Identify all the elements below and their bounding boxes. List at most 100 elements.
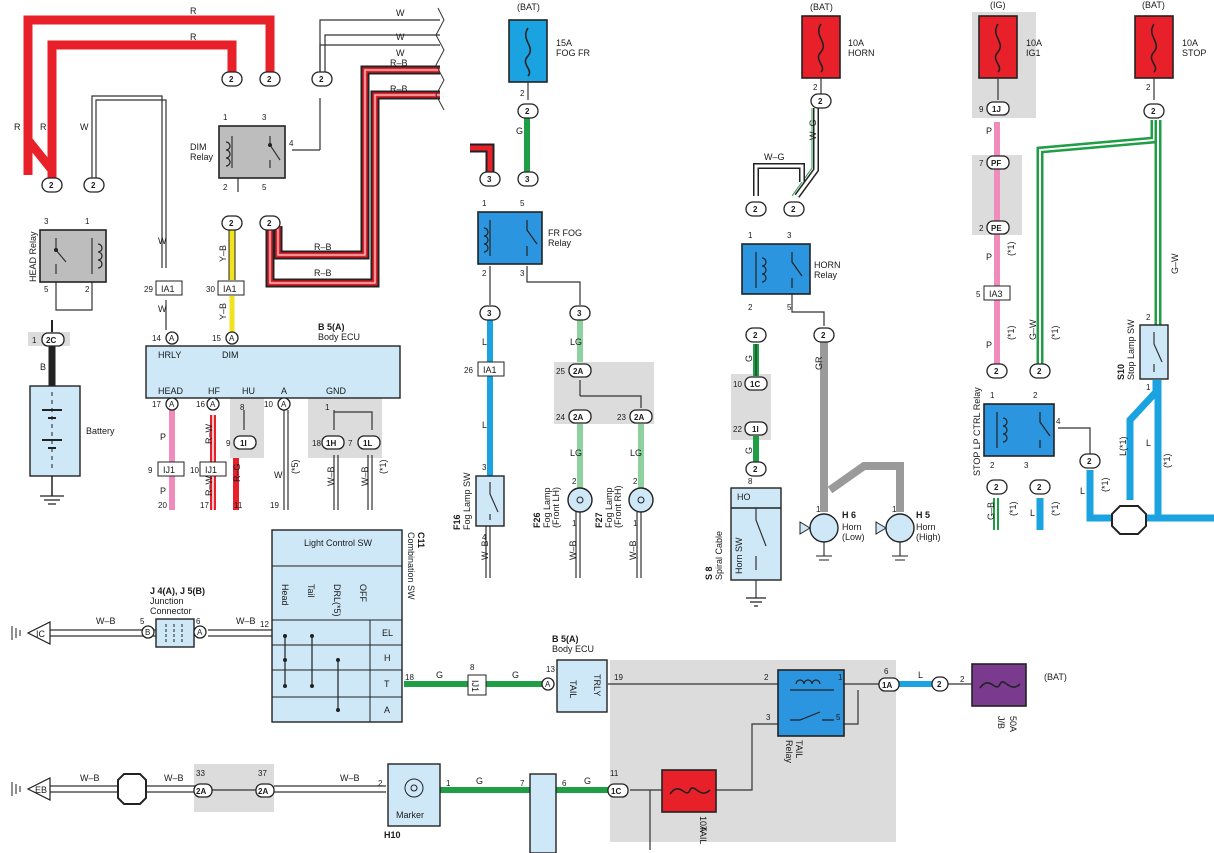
- ij1-label-a: IJ1: [163, 465, 175, 475]
- ecu-bottom-name: Body ECU: [552, 644, 594, 654]
- fuse-tail-rating: 10A: [698, 816, 708, 832]
- horn-relay-sub: Relay: [814, 270, 838, 280]
- ecu-top-code: B 5(A): [318, 322, 345, 332]
- svg-text:2: 2: [267, 75, 272, 84]
- combo-name: Combination SW: [406, 532, 416, 600]
- fog-lh-side: (Front LH): [551, 487, 561, 528]
- svg-text:1: 1: [892, 505, 897, 514]
- horn-high-code: H 5: [916, 510, 930, 520]
- connector-2a-b-label: 2A: [573, 413, 583, 422]
- svg-text:A: A: [210, 400, 216, 409]
- fuse-fog-name: FOG FR: [556, 48, 590, 58]
- svg-text:30: 30: [206, 285, 215, 294]
- svg-text:4: 4: [289, 139, 294, 148]
- svg-text:19: 19: [614, 673, 623, 682]
- wire-break: [435, 7, 445, 111]
- fog-rh-code: F27: [594, 512, 604, 528]
- ground-arrows: [11, 621, 51, 801]
- ecu-pin-dim: DIM: [222, 350, 239, 360]
- fog-lh-name: Fog Lamp: [542, 487, 552, 528]
- connector-2a-a-label: 2A: [573, 367, 583, 376]
- svg-text:2: 2: [748, 303, 753, 312]
- fuse-fog-rating: 15A: [556, 38, 572, 48]
- svg-text:3: 3: [520, 269, 525, 278]
- svg-text:10: 10: [733, 380, 742, 389]
- svg-text:W: W: [396, 48, 405, 58]
- svg-text:P: P: [160, 486, 166, 496]
- svg-text:22: 22: [733, 425, 742, 434]
- combination-switch: [271, 529, 403, 723]
- ij1-label-b: IJ1: [205, 465, 217, 475]
- svg-text:W: W: [158, 304, 167, 314]
- combo-col-head: Head: [280, 584, 290, 606]
- tail-relay: [777, 669, 845, 737]
- fog-sw-code: F16: [452, 514, 462, 530]
- svg-text:2: 2: [764, 673, 769, 682]
- connector-1i-label: 1I: [752, 425, 759, 434]
- svg-text:1: 1: [990, 391, 995, 400]
- spiral-name: Spiral Cable: [714, 531, 724, 580]
- stop-lp-ctrl-relay: [983, 403, 1055, 457]
- combo-row-el: EL: [382, 628, 393, 638]
- fog-lamp-rh: [628, 487, 654, 513]
- fog-rh-name: Fog Lamp: [604, 487, 614, 528]
- svg-text:1: 1: [838, 673, 843, 682]
- svg-text:(*1): (*1): [1162, 453, 1172, 468]
- svg-text:1: 1: [748, 231, 753, 240]
- svg-text:L: L: [918, 670, 923, 680]
- combo-row-t: T: [384, 679, 390, 689]
- svg-text:1: 1: [446, 779, 451, 788]
- svg-text:23: 23: [617, 413, 626, 422]
- fuse-ig1-source: (IG): [990, 0, 1006, 10]
- svg-text:26: 26: [464, 366, 473, 375]
- svg-text:W–B: W–B: [340, 773, 360, 783]
- svg-text:L: L: [482, 337, 487, 347]
- ecu-pin-circles: A A A A A A A B: [141, 331, 555, 691]
- svg-text:L: L: [1146, 438, 1151, 448]
- svg-text:W–G: W–G: [808, 119, 818, 140]
- horn-low-name: Horn: [842, 522, 862, 532]
- horn-low: [799, 513, 839, 561]
- splice-octagon-stop: [1111, 505, 1147, 535]
- connector-2c-label: 2C: [46, 336, 56, 345]
- fuse-stop-source: (BAT): [1142, 0, 1165, 10]
- svg-text:2: 2: [818, 97, 823, 106]
- svg-text:2: 2: [960, 675, 965, 684]
- svg-text:8: 8: [748, 477, 753, 486]
- svg-text:2: 2: [1037, 483, 1042, 492]
- svg-text:25: 25: [556, 367, 565, 376]
- svg-text:11: 11: [610, 769, 619, 778]
- svg-text:GR: GR: [814, 356, 824, 370]
- svg-text:3: 3: [482, 463, 487, 472]
- ecu-pin-hu: HU: [242, 386, 255, 396]
- svg-text:2: 2: [1151, 107, 1156, 116]
- svg-text:8: 8: [470, 663, 475, 672]
- svg-text:(*1): (*1): [1050, 325, 1060, 340]
- svg-text:Y–B: Y–B: [218, 245, 228, 262]
- connector-1h-label: 1H: [326, 439, 336, 448]
- svg-text:2: 2: [1033, 391, 1038, 400]
- svg-text:2: 2: [1037, 367, 1042, 376]
- connector-2a-bottom-b-label: 2A: [258, 787, 268, 796]
- svg-text:L(*1): L(*1): [1118, 436, 1128, 456]
- svg-text:2: 2: [91, 181, 96, 190]
- svg-text:P: P: [986, 126, 992, 136]
- svg-text:2: 2: [267, 219, 272, 228]
- svg-text:2: 2: [572, 477, 577, 486]
- svg-text:G: G: [476, 776, 483, 786]
- svg-text:1: 1: [572, 519, 577, 528]
- svg-text:W–B: W–B: [628, 540, 638, 560]
- head-relay: [39, 229, 107, 283]
- svg-text:W–B: W–B: [360, 466, 370, 486]
- svg-text:17: 17: [200, 501, 209, 510]
- junction-code: J 4(A), J 5(B): [150, 586, 205, 596]
- svg-text:20: 20: [158, 501, 167, 510]
- fog-rh-side: (Front RH): [613, 485, 623, 528]
- ecu-pin-trly: TRLY: [592, 674, 602, 696]
- combo-col-tail: Tail: [306, 584, 316, 598]
- svg-text:1: 1: [325, 403, 330, 412]
- ecu-pin-a: A: [281, 386, 287, 396]
- svg-text:18: 18: [405, 673, 414, 682]
- svg-text:W–B: W–B: [96, 616, 116, 626]
